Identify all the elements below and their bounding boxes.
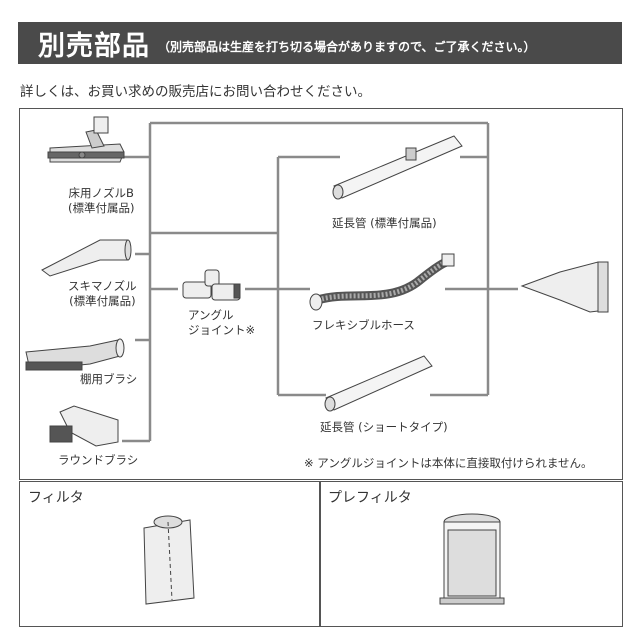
round-brush-icon — [49, 405, 119, 447]
shelf-brush-label: 棚用ブラシ — [80, 372, 138, 386]
extension-pipe-label: 延長管 (標準付属品) — [332, 216, 437, 230]
floor-nozzle-icon — [47, 116, 125, 163]
crevice-nozzle-note: (標準付属品) — [69, 294, 136, 308]
accessory-diagram-box — [19, 108, 623, 480]
short-pipe-label: 延長管 (ショートタイプ) — [320, 420, 448, 434]
angle-joint-name: アングル — [188, 308, 234, 322]
section-note: （別売部品は生産を打ち切る場合がありますので、ご了承ください。） — [158, 39, 536, 54]
vacuum-body-icon — [520, 261, 609, 313]
crevice-nozzle-icon — [41, 239, 132, 277]
section-title: 別売部品 — [38, 30, 150, 62]
angle-joint-note: ジョイント※ — [188, 323, 256, 337]
crevice-nozzle-name: スキマノズル — [68, 279, 137, 293]
angle-joint-icon — [182, 269, 241, 301]
footnote: ※ アングルジョイントは本体に直接取付けられません。 — [304, 456, 593, 470]
round-brush-label: ラウンドブラシ — [58, 453, 139, 467]
angle-joint-label: アングル ジョイント※ — [188, 308, 255, 338]
filter-icon — [143, 515, 195, 605]
prefilter-title: プレフィルタ — [328, 490, 412, 506]
prefilter-panel — [320, 481, 623, 627]
shelf-brush-icon — [25, 338, 125, 371]
flexible-hose-icon — [309, 253, 455, 311]
short-pipe-icon — [324, 355, 433, 412]
crevice-nozzle-label: スキマノズル (標準付属品) — [68, 279, 137, 309]
floor-nozzle-note: (標準付属品) — [68, 201, 135, 215]
flexible-hose-label: フレキシブルホース — [312, 318, 415, 332]
filter-panel — [19, 481, 320, 627]
intro-text: 詳しくは、お買い求めの販売店にお問い合わせください。 — [20, 84, 371, 100]
floor-nozzle-label: 床用ノズルB (標準付属品) — [68, 186, 134, 216]
extension-pipe-icon — [332, 135, 463, 200]
section-header: 別売部品 （別売部品は生産を打ち切る場合がありますので、ご了承ください。） — [18, 22, 622, 64]
prefilter-icon — [439, 513, 505, 605]
floor-nozzle-name: 床用ノズルB — [68, 186, 134, 200]
filter-title: フィルタ — [28, 490, 84, 506]
